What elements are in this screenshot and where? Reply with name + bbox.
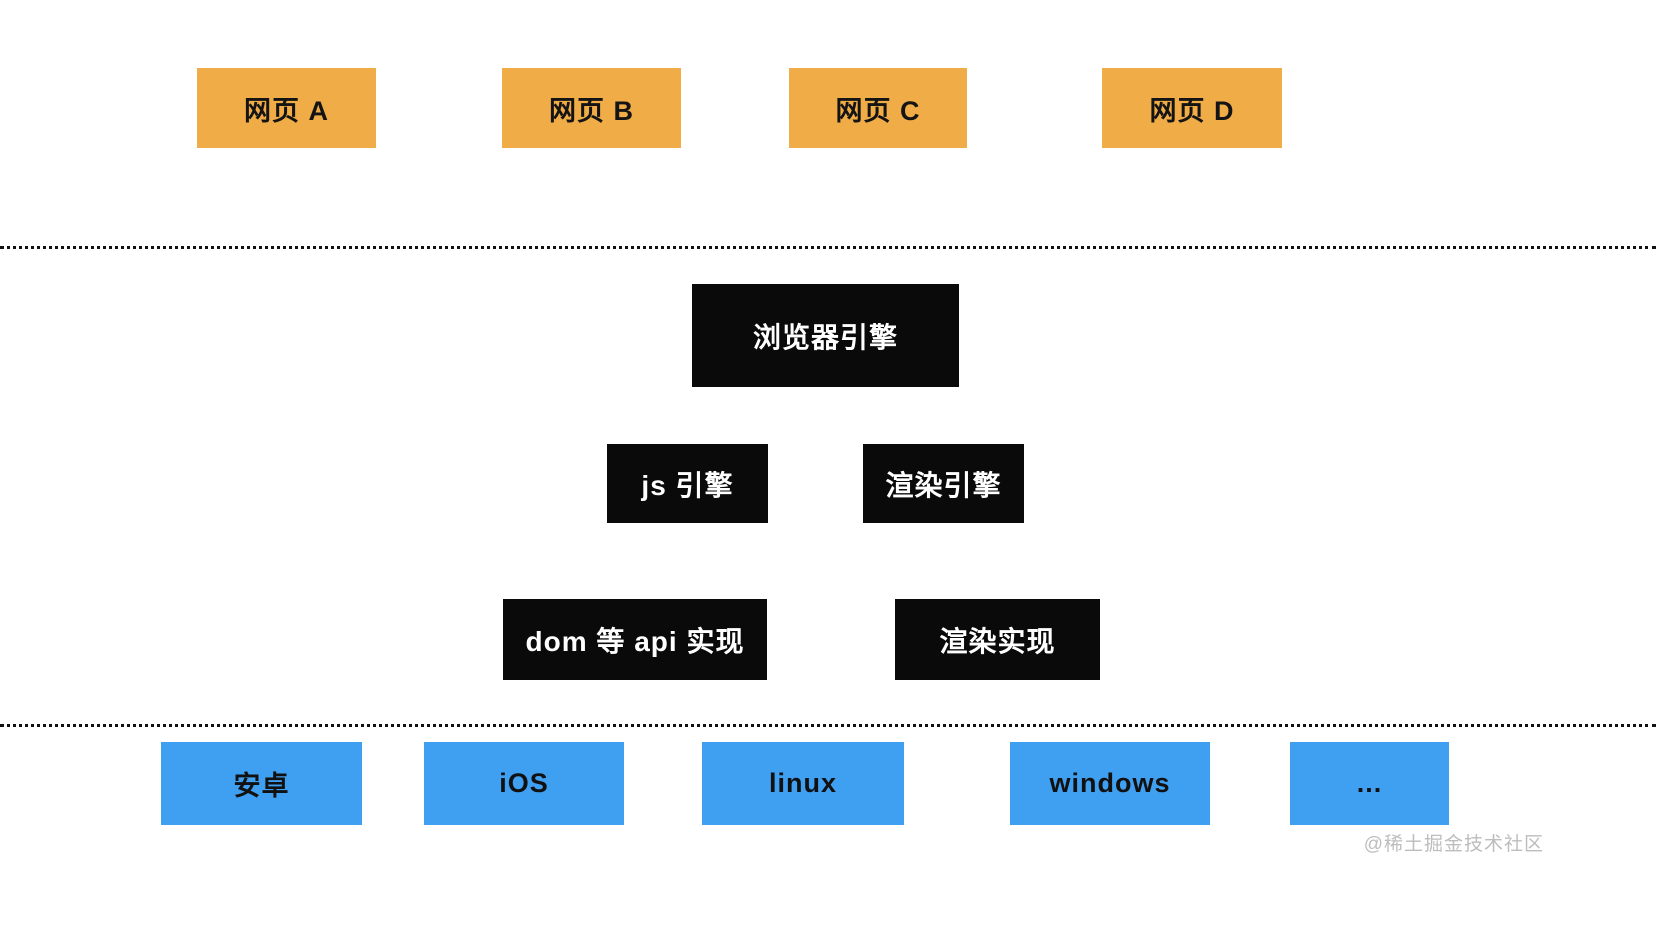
platform-box-linux: linux — [702, 742, 904, 825]
platform-box-windows: windows — [1010, 742, 1210, 825]
platform-box-more: ... — [1290, 742, 1449, 825]
webpage-box-b: 网页 B — [502, 68, 681, 148]
browser-engine-box: 浏览器引擎 — [692, 284, 959, 387]
juejin-watermark: @稀土掘金技术社区 — [1363, 834, 1544, 855]
render-implementation-box: 渲染实现 — [895, 599, 1100, 680]
render-engine-box: 渲染引擎 — [863, 444, 1024, 523]
js-engine-box: js 引擎 — [607, 444, 768, 523]
dotted-separator-bottom — [0, 724, 1656, 727]
webpage-box-c: 网页 C — [789, 68, 967, 148]
dotted-separator-top — [0, 246, 1656, 249]
platform-box-ios: iOS — [424, 742, 624, 825]
webpage-box-a: 网页 A — [197, 68, 376, 148]
platform-box-android: 安卓 — [161, 742, 362, 825]
dom-api-implementation-box: dom 等 api 实现 — [503, 599, 767, 680]
webpage-box-d: 网页 D — [1102, 68, 1282, 148]
